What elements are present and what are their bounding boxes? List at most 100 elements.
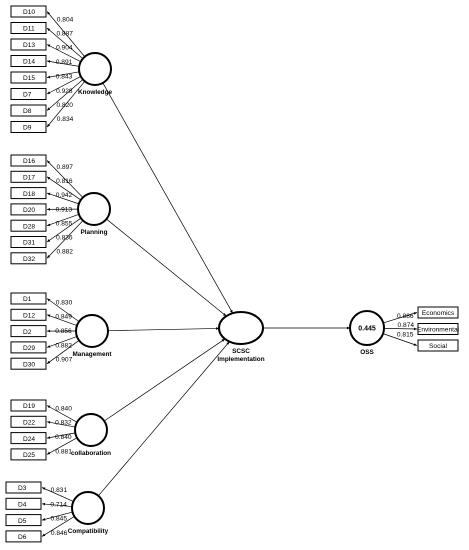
construct-label-compatibility: Compatibility <box>68 528 109 535</box>
indicator-label-d28: D28 <box>23 223 35 230</box>
indicator-box-d14 <box>10 55 47 67</box>
path-compatibility-to-scsc <box>98 341 230 497</box>
construct-management <box>75 314 109 348</box>
loading-value-d12: 0.849 <box>55 314 72 321</box>
loading-arrow-d25 <box>46 437 78 455</box>
loading-arrow-d16 <box>46 160 84 198</box>
construct-scsc-implementation <box>218 311 264 345</box>
construct-planning <box>77 192 111 226</box>
loading-value-d24: 0.840 <box>55 434 72 441</box>
loading-arrow-d11 <box>46 27 84 59</box>
construct-label-planning: Planning <box>81 229 108 236</box>
construct-knowledge <box>78 52 112 86</box>
loading-value-environmental: 0.874 <box>398 322 415 329</box>
path-planning-to-scsc <box>106 218 227 317</box>
loading-value-d19: 0.840 <box>55 406 72 413</box>
loading-value-d3: 0.831 <box>51 487 68 494</box>
indicator-box-d1 <box>10 292 47 305</box>
loading-value-d25: 0.881 <box>55 448 72 455</box>
indicator-box-d6 <box>5 530 42 543</box>
indicator-box-d31 <box>10 236 47 248</box>
loading-arrow-d5 <box>41 511 73 521</box>
loading-arrow-d24 <box>46 432 76 439</box>
indicator-label-d15: D15 <box>23 75 35 82</box>
indicator-label-d7: D7 <box>23 92 32 99</box>
loading-arrow-d10 <box>46 11 86 57</box>
loading-value-d10: 0.804 <box>57 17 74 24</box>
indicator-box-d11 <box>10 22 47 34</box>
loading-value-d5: 0.845 <box>50 516 67 523</box>
loading-value-d30: 0.907 <box>56 357 73 364</box>
indicator-box-d16 <box>10 154 47 167</box>
loading-arrow-d28 <box>46 214 80 227</box>
indicator-box-d18 <box>10 187 47 200</box>
loading-value-d4: 0.714 <box>50 501 67 508</box>
loading-arrow-social <box>382 333 418 346</box>
loading-arrow-environmental <box>383 327 418 331</box>
loading-arrow-d4 <box>41 502 73 507</box>
indicator-label-d30: D30 <box>23 361 35 368</box>
outcome-box-environmental <box>417 323 459 335</box>
indicator-label-d18: D18 <box>23 191 35 198</box>
construct-label-knowledge: Knowledge <box>78 89 113 96</box>
loading-arrow-d13 <box>46 44 81 63</box>
loading-arrow-d22 <box>46 421 76 428</box>
indicator-box-d28 <box>10 219 47 232</box>
indicator-label-d20: D20 <box>23 207 35 214</box>
loading-value-d2: 0.856 <box>55 328 72 335</box>
indicator-label-d19: D19 <box>23 403 35 410</box>
loading-value-d31: 0.836 <box>56 235 73 242</box>
indicator-box-d2 <box>10 325 47 338</box>
loading-value-d14: 0.891 <box>56 59 73 66</box>
construct-compatibility <box>71 491 105 525</box>
indicator-box-d30 <box>10 357 47 370</box>
loading-value-d13: 0.904 <box>56 45 73 52</box>
loading-value-d11: 0.887 <box>56 31 73 38</box>
indicator-box-d10 <box>10 5 47 18</box>
loading-arrow-d6 <box>41 516 75 537</box>
indicator-label-d25: D25 <box>23 452 35 459</box>
indicator-box-d7 <box>10 88 47 100</box>
indicator-box-d17 <box>10 170 47 183</box>
indicator-box-d29 <box>10 341 47 354</box>
indicator-label-d6: D6 <box>18 534 27 541</box>
indicator-box-d32 <box>10 252 47 265</box>
loading-arrow-d12 <box>46 314 78 326</box>
indicator-label-d29: D29 <box>23 345 35 352</box>
indicator-label-d17: D17 <box>23 175 35 182</box>
scsc-label-line2: Implementation <box>217 356 264 363</box>
loading-arrow-d9 <box>46 81 86 128</box>
indicator-box-d4 <box>5 497 42 510</box>
loading-arrow-d31 <box>46 217 82 243</box>
loading-value-social: 0.815 <box>397 331 414 338</box>
indicator-label-d8: D8 <box>23 108 32 115</box>
loading-arrow-d1 <box>46 298 80 322</box>
indicator-box-d22 <box>10 415 47 428</box>
indicator-box-d19 <box>10 399 47 412</box>
loading-value-d9: 0.834 <box>57 116 74 123</box>
loading-value-d7: 0.928 <box>56 88 73 95</box>
loading-value-d16: 0.897 <box>56 164 73 171</box>
path-knowledge-to-scsc <box>102 82 233 314</box>
loading-arrow-d14 <box>46 60 80 67</box>
loading-value-d1: 0.830 <box>56 300 73 307</box>
indicator-label-d24: D24 <box>23 436 35 443</box>
loading-value-d6: 0.846 <box>51 530 68 537</box>
indicator-box-d8 <box>10 104 47 117</box>
loading-arrow-economics <box>383 312 418 324</box>
loading-arrow-d8 <box>46 79 84 111</box>
path-management-to-scsc <box>107 327 220 332</box>
outcome-box-economics <box>417 306 459 319</box>
indicator-label-d14: D14 <box>23 59 35 66</box>
construct-label-management: Management <box>72 351 112 358</box>
edges-layer <box>41 11 418 537</box>
loading-arrow-d3 <box>41 487 74 502</box>
loading-value-d28: 0.855 <box>56 221 73 228</box>
indicator-label-d5: D5 <box>18 518 27 525</box>
indicator-box-d5 <box>5 514 42 527</box>
oss-label: OSS <box>360 349 374 356</box>
indicator-box-d3 <box>5 481 42 494</box>
scsc-label-line1: SCSC <box>232 348 250 355</box>
